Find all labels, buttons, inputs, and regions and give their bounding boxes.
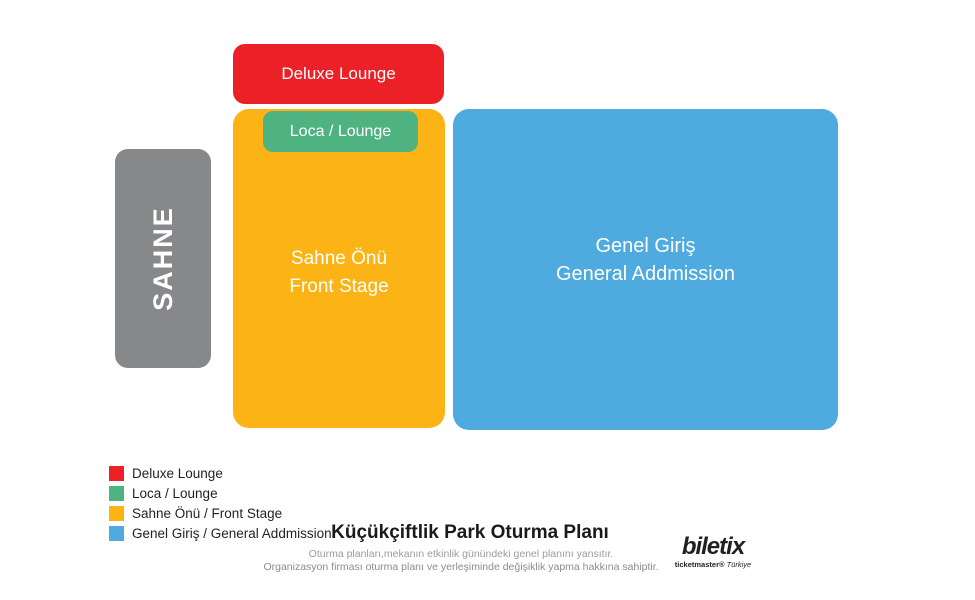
legend-item-deluxe-lounge: Deluxe Lounge xyxy=(109,463,332,483)
zone-front-stage-label-line2: Front Stage xyxy=(289,275,389,297)
legend-label-loca-lounge: Loca / Lounge xyxy=(132,485,218,501)
zone-front-stage-label-line1: Sahne Önü xyxy=(290,247,388,269)
zone-front-stage[interactable]: Sahne Önü Front Stage xyxy=(233,109,445,428)
plan-title: Küçükçiftlik Park Oturma Planı xyxy=(331,522,609,543)
zone-general-admission-label-line1: Genel Giriş xyxy=(595,234,696,257)
disclaimer-line-1: Oturma planları,mekanın etkinlik gününde… xyxy=(308,548,614,560)
zone-general-admission-label: Genel Giriş General Addmission xyxy=(556,232,735,288)
legend-label-general-admission: Genel Giriş / General Addmission xyxy=(132,525,332,541)
zone-loca-lounge-label: Loca / Lounge xyxy=(289,122,392,140)
ticketmaster-tagline: ticketmaster® Türkiye xyxy=(668,560,758,569)
ticketmaster-tagline-country: Türkiye xyxy=(726,560,752,570)
legend-label-front-stage: Sahne Önü / Front Stage xyxy=(132,505,283,521)
zone-general-admission-label-line2: General Addmission xyxy=(556,262,735,285)
legend-item-general-admission: Genel Giriş / General Addmission xyxy=(109,523,332,543)
legend-swatch-front-stage xyxy=(109,505,124,521)
stage-block: SAHNE xyxy=(115,149,211,368)
legend-swatch-loca-lounge xyxy=(109,485,124,501)
legend-item-front-stage: Sahne Önü / Front Stage xyxy=(109,503,332,523)
stage-label: SAHNE xyxy=(147,206,178,311)
zone-deluxe-lounge[interactable]: Deluxe Lounge xyxy=(233,44,444,104)
biletix-logo: biletix ticketmaster® Türkiye xyxy=(668,534,758,569)
disclaimer-line-2: Organizasyon firması oturma planı ve yer… xyxy=(263,561,659,573)
legend-swatch-general-admission xyxy=(109,525,124,541)
legend-item-loca-lounge: Loca / Lounge xyxy=(109,483,332,503)
legend: Deluxe Lounge Loca / Lounge Sahne Önü / … xyxy=(109,463,332,543)
zone-front-stage-label: Sahne Önü Front Stage xyxy=(289,245,388,301)
zone-deluxe-lounge-label: Deluxe Lounge xyxy=(281,64,396,83)
ticketmaster-tagline-bold: ticketmaster® xyxy=(674,560,725,570)
zone-loca-lounge[interactable]: Loca / Lounge xyxy=(263,111,418,152)
zone-general-admission[interactable]: Genel Giriş General Addmission xyxy=(453,109,838,430)
biletix-wordmark: biletix xyxy=(681,533,745,560)
legend-label-deluxe-lounge: Deluxe Lounge xyxy=(132,465,223,481)
legend-swatch-deluxe-lounge xyxy=(109,465,124,481)
